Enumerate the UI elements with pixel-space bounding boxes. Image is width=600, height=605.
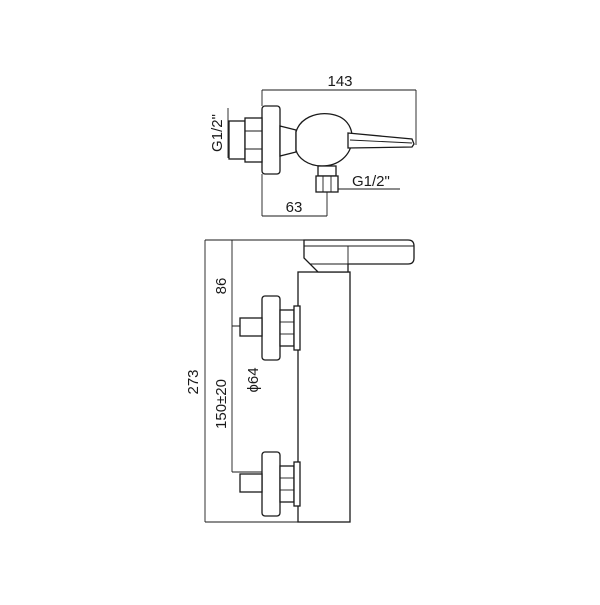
lower-inlet	[239, 451, 301, 517]
dimension-overall-width: 143	[261, 73, 417, 145]
wall-flange	[261, 105, 281, 175]
lever-top	[303, 239, 415, 273]
outlet-connector	[317, 165, 337, 177]
dimension-150-label: 150±20	[213, 379, 230, 429]
top-view: 143 G1/2" G1/2"	[209, 73, 417, 217]
inlet-nut	[244, 117, 263, 163]
valve-body	[295, 112, 353, 167]
dimension-overall-height: 273	[185, 239, 304, 523]
inlet-thread-callout: G1/2"	[209, 108, 229, 158]
front-view: 273 86 150±20 ϕ64	[185, 239, 415, 523]
dimension-inlet-chain: 86 150±20	[213, 240, 262, 473]
outlet-nut	[315, 175, 339, 193]
dimension-inlet-offset: 63	[261, 174, 328, 217]
inlet-thread-label: G1/2"	[209, 114, 226, 152]
dimension-273-label: 273	[185, 369, 202, 394]
dimension-86-label: 86	[213, 278, 230, 295]
outlet-thread-label: G1/2"	[352, 173, 390, 190]
dimension-143-label: 143	[327, 73, 352, 90]
mixer-body	[297, 271, 351, 523]
inlet-connector	[228, 120, 246, 160]
flange-diameter-label: ϕ64	[245, 367, 262, 392]
upper-inlet	[239, 295, 301, 361]
dimension-63-label: 63	[286, 199, 303, 216]
lever-handle	[347, 132, 415, 149]
outlet-thread-callout: G1/2"	[338, 173, 400, 190]
